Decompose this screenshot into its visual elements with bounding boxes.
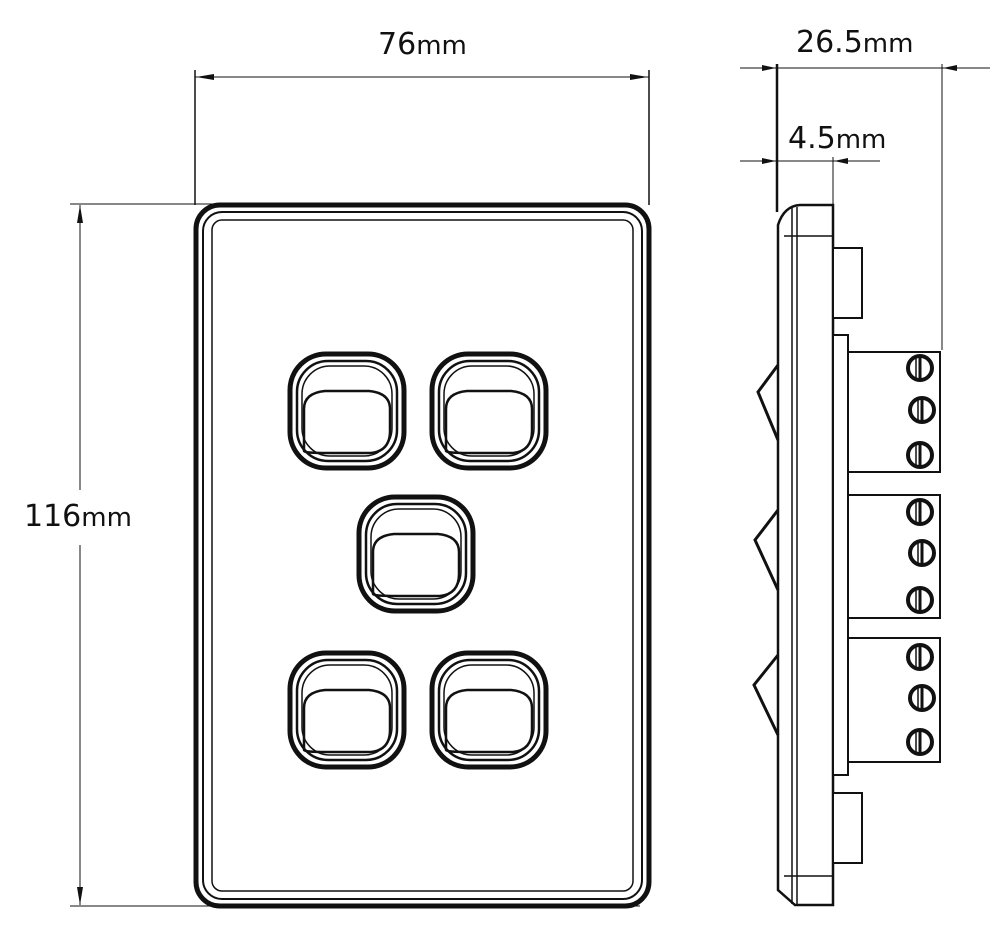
width-unit: mm [416,31,467,61]
width-dimension-label: 76mm [378,30,467,60]
plate-thickness-unit: mm [835,125,887,155]
width-value: 76 [378,27,417,62]
height-dimension-label: 116mm [24,502,132,532]
height-value: 116 [24,499,82,534]
plate-thickness-dimension-label: 4.5mm [788,124,886,154]
depth-value: 26.5 [796,25,863,60]
plate-thickness-value: 4.5 [788,121,836,156]
depth-dimension-label: 26.5mm [796,28,913,58]
depth-unit: mm [862,29,914,59]
height-unit: mm [81,503,132,533]
side-view [740,64,990,907]
front-view [70,70,652,909]
